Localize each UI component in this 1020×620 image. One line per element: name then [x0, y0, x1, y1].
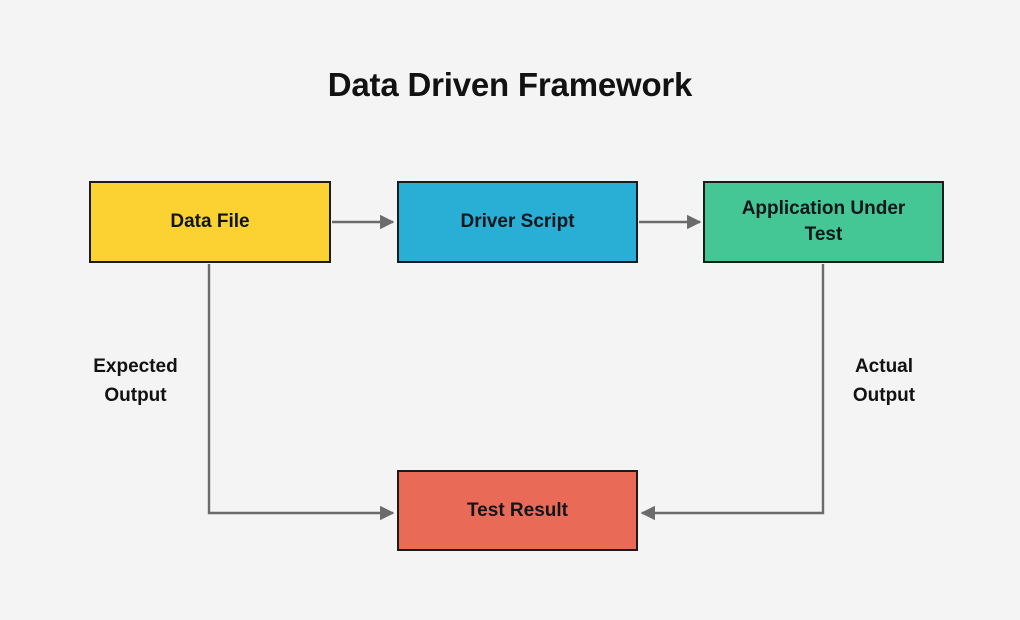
- connector-aut-to-test-result: [640, 264, 825, 521]
- node-data-file-label: Data File: [170, 211, 250, 233]
- edge-label-expected-output-line1: Expected: [93, 356, 178, 377]
- edge-label-actual-output-line1: Actual: [854, 356, 914, 377]
- edge-label-actual-output-line2: Output: [852, 384, 916, 406]
- edge-label-actual-output: Actual Output: [824, 353, 944, 410]
- node-application-under-test-label-line2: Test: [804, 224, 843, 245]
- node-test-result-label: Test Result: [466, 499, 568, 521]
- node-driver-script[interactable]: Driver Script: [397, 181, 638, 263]
- node-application-under-test-label-line1: Application Under: [741, 198, 906, 220]
- edge-label-expected-output: Expected Output: [63, 353, 208, 410]
- node-application-under-test[interactable]: Application Under Test: [703, 181, 944, 263]
- node-test-result[interactable]: Test Result: [397, 470, 638, 551]
- node-data-file[interactable]: Data File: [89, 181, 331, 263]
- edge-label-expected-output-line2: Output: [104, 384, 167, 406]
- page-title: Data Driven Framework: [327, 66, 693, 103]
- connector-data-file-to-test-result: [207, 264, 395, 521]
- node-driver-script-label: Driver Script: [460, 211, 575, 233]
